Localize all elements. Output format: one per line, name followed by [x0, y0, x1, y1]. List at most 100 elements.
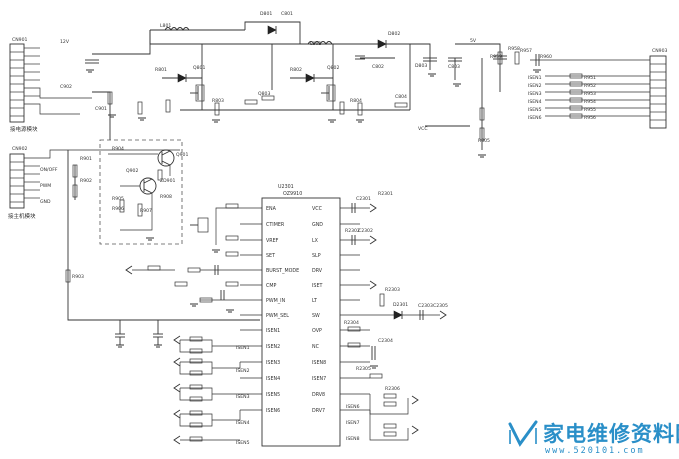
comp-label-r804: R804	[350, 98, 362, 104]
inductor-l802	[307, 41, 333, 45]
comp-label-zd901: ZD901	[160, 178, 176, 184]
comp-label-q803: Q803	[258, 91, 270, 97]
net-label-isen7-bottom: ISEN7	[346, 420, 360, 426]
watermark-logo	[508, 420, 538, 447]
comp-label-r907: R907	[140, 208, 152, 214]
ic-part-label: OZ9910	[283, 191, 302, 197]
ic-right-parts	[347, 203, 447, 441]
diode-d804	[305, 73, 315, 83]
comp-label-c801: C801	[281, 11, 293, 17]
connector-cn902	[9, 149, 180, 209]
ic-pin-right-9: OVP	[312, 328, 322, 334]
comp-label-r908: R908	[160, 194, 172, 200]
resistor-group-top	[107, 51, 520, 141]
comp-label-r906: R906	[112, 206, 124, 212]
comp-label-r2302: R2302	[345, 228, 360, 234]
inductor-l801	[164, 27, 190, 31]
comp-label-r902: R902	[80, 178, 92, 184]
ic-pin-right-11: ISEN8	[312, 360, 326, 366]
comp-label-c802: C802	[372, 64, 384, 70]
net-label-isen3-left: ISEN3	[236, 394, 250, 400]
net-label-isen2-right: ISEN2	[528, 83, 542, 89]
comp-label-r801: R801	[155, 67, 167, 73]
comp-label-q802: Q802	[327, 65, 339, 71]
top-power-rail	[92, 21, 501, 150]
net-label-isen1-right: ISEN1	[528, 75, 542, 81]
comp-label-c2304: C2304	[378, 338, 393, 344]
net-label-isen4-right: ISEN4	[528, 99, 542, 105]
comp-label-c901: C901	[95, 106, 107, 112]
comp-label-r2306: R2306	[385, 386, 400, 392]
dashed-subcircuit-box	[99, 139, 183, 245]
comp-label-r953: R953	[584, 91, 596, 97]
net-label-5v: 5V	[470, 38, 477, 44]
ic-pin-right-2: GND	[312, 222, 323, 228]
comp-label-c804: C804	[395, 94, 407, 100]
ic-pin-right-1: VCC	[312, 206, 323, 212]
mosfet-q802	[321, 84, 336, 102]
comp-label-r2303: R2303	[385, 287, 400, 293]
comp-label-c902: C902	[60, 84, 72, 90]
comp-label-c2305: C2305	[433, 303, 448, 309]
comp-label-q801: Q801	[193, 65, 205, 71]
comp-label-l801: L801	[160, 23, 171, 29]
net-label-vcc: VCC	[418, 126, 428, 132]
connector-label-cn903: CN903	[652, 48, 667, 54]
ic-left-parts	[125, 203, 240, 313]
connector-label-cn902: CN902	[12, 146, 27, 152]
net-label-gnd: GND	[40, 199, 51, 205]
net-label-isen3-right: ISEN3	[528, 91, 542, 97]
diode-d802	[377, 39, 387, 49]
diode-d801	[267, 25, 277, 35]
ic-pin-right-7: LT	[312, 298, 317, 304]
comp-label-d2301: D2301	[393, 302, 408, 308]
ic-pin-left-10: ISEN2	[266, 344, 280, 350]
watermark-text: 家电维修资料网	[543, 422, 679, 446]
comp-label-d803: D803	[415, 63, 427, 69]
comp-label-r2301: R2301	[378, 191, 393, 197]
comp-label-r959: R959	[490, 54, 502, 60]
comp-label-r802: R802	[290, 67, 302, 73]
ic-pin-right-13: DRV8	[312, 392, 325, 398]
ic-pin-left-1: ENA	[266, 206, 277, 212]
net-label-isen8-bottom: ISEN8	[346, 436, 360, 442]
ic-pin-left-9: ISEN1	[266, 328, 280, 334]
comp-label-r901: R901	[80, 156, 92, 162]
comp-label-r960: R960	[540, 54, 552, 60]
net-label-isen6-bottom: ISEN6	[346, 404, 360, 410]
comp-label-r2305: R2305	[356, 366, 371, 372]
ic-u2301	[261, 197, 341, 447]
comp-label-r905: R905	[112, 196, 124, 202]
comp-label-r805: R805	[478, 138, 490, 144]
comp-label-q902: Q902	[126, 168, 138, 174]
ic-pin-left-3: VREF	[266, 238, 279, 244]
comp-label-r956: R956	[584, 115, 596, 121]
watermark-url: www.520101.com	[545, 446, 645, 456]
comp-label-q901: Q901	[176, 152, 188, 158]
ic-pin-right-14: DRV7	[312, 408, 325, 414]
right-resistor-array	[533, 54, 583, 119]
diode-d803	[177, 73, 187, 83]
ic-pin-right-12: ISEN7	[312, 376, 326, 382]
ic-pin-left-4: SET	[266, 253, 275, 259]
net-label-pwm: PWM	[40, 183, 51, 189]
connector-label-cn901: CN901	[12, 37, 27, 43]
connector-cn901	[9, 43, 92, 123]
net-label-on-off: ON/OFF	[40, 167, 58, 173]
isen-left-ladder	[173, 335, 241, 445]
comp-label-r952: R952	[584, 83, 596, 89]
ic-pin-right-10: NC	[312, 344, 320, 350]
ic-pin-right-6: ISET	[312, 283, 322, 289]
ic-left-pins	[200, 207, 262, 411]
connector-note-cn902: 接主机模块	[8, 212, 36, 220]
ic-pin-right-8: SW	[312, 313, 320, 319]
ic-pin-right-3: LX	[312, 238, 319, 244]
ic-pin-left-7: PWM_IN	[266, 298, 286, 304]
net-label-isen6-right: ISEN6	[528, 115, 542, 121]
comp-label-r951: R951	[584, 75, 596, 81]
ic-pin-left-14: ISEN6	[266, 408, 280, 414]
left-bus	[65, 150, 260, 321]
net-label-isen4-left: ISEN4	[236, 420, 250, 426]
comp-label-r957: R957	[520, 48, 532, 54]
